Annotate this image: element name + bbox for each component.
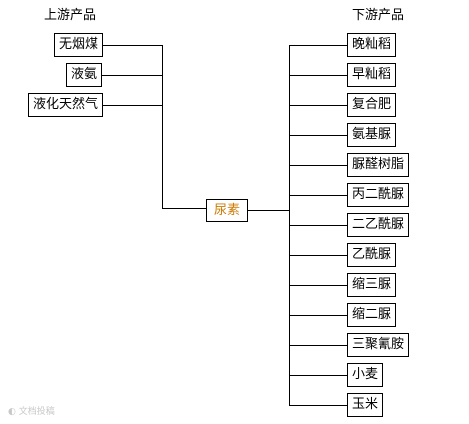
center-label: 尿素 [213,203,240,218]
connector-line [289,105,347,106]
downstream-item: 小麦 [347,363,384,387]
connector-line [289,195,347,196]
watermark-text: 文档投稿 [18,407,55,417]
connector-line [289,315,347,316]
downstream-item: 丙二酰脲 [347,183,410,207]
connector-line [289,225,347,226]
connector-line [102,105,162,106]
upstream-item: 无烟煤 [54,33,104,57]
watermark-icon: ◐ [8,407,16,417]
connector-line [289,45,347,46]
connector-line [289,165,347,166]
watermark: ◐ 文档投稿 [8,404,55,417]
connector-line [289,255,347,256]
downstream-item: 二乙酰脲 [347,213,410,237]
downstream-item: 乙酰脲 [347,243,397,267]
connector-line [289,285,347,286]
downstream-item: 缩三脲 [347,273,397,297]
upstream-item: 液氨 [66,63,103,87]
connector-line [289,75,347,76]
downstream-header: 下游产品 [352,8,405,23]
connector-line [248,210,289,211]
downstream-item: 氨基脲 [347,123,397,147]
downstream-item: 晚籼稻 [347,33,397,57]
downstream-item: 玉米 [347,393,384,417]
connector-line [102,45,162,46]
downstream-item: 脲醛树脂 [347,153,410,177]
connector-line [289,135,347,136]
connector-line [162,208,207,209]
upstream-header: 上游产品 [44,8,97,23]
connector-line [289,345,347,346]
downstream-item: 早籼稻 [347,63,397,87]
connector-line [289,375,347,376]
downstream-item: 三聚氰胺 [347,333,410,357]
connector-line [289,405,347,406]
connector-line [102,75,162,76]
downstream-item: 复合肥 [347,93,397,117]
downstream-item: 缩二脲 [347,303,397,327]
connector-line [162,45,163,209]
center-product: 尿素 [206,199,248,222]
upstream-item: 液化天然气 [28,93,104,117]
